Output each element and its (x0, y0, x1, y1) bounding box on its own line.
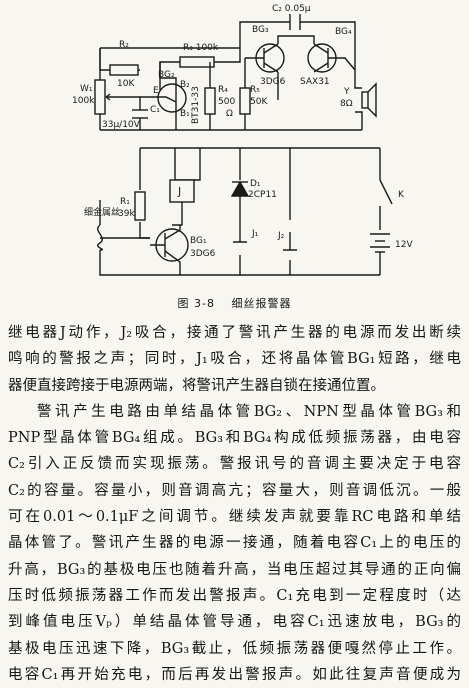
label-r2: R₂ (119, 40, 129, 50)
body-line: 继电器J动作，J₂吸合，接通了警讯产生器的电源而发出断续 (8, 325, 461, 341)
resistor-r4 (204, 87, 216, 115)
label-y-val: 8Ω (340, 99, 353, 109)
resistor-r5 (239, 87, 251, 115)
fine-metal-wire (97, 224, 103, 251)
label-r5: R₅ (250, 85, 260, 95)
speaker-y-body (361, 91, 369, 109)
ujt-b2 (159, 62, 177, 88)
alarm-circuit-schematic: C₂ 0.05μ R₂ 10K R₃ 100k BG₃ BG₄ 3DG6 SAX… (72, 4, 413, 276)
label-r1-val: 39k (118, 209, 135, 219)
schematic-labels: C₂ 0.05μ R₂ 10K R₃ 100k BG₃ BG₄ 3DG6 SAX… (72, 4, 413, 259)
body-line: 器便直接跨接于电源两端，将警讯产生器自锁在接通位置。 (8, 377, 385, 394)
body-text: 继电器J动作，J₂吸合，接通了警讯产生器的电源而发出断续 鸣响的警报之声；同时，… (8, 320, 461, 688)
w1-wiper (105, 93, 115, 101)
figure-caption: 图 3-8 细丝报警器 (0, 295, 469, 311)
label-bg4-type: SAX31 (300, 77, 330, 87)
label-c1: C₁ (150, 105, 160, 115)
book-page: C₂ 0.05μ R₂ 10K R₃ 100k BG₃ BG₄ 3DG6 SAX… (0, 4, 469, 683)
label-bg3-type: 3DG6 (260, 77, 286, 87)
bg4-collector (313, 43, 329, 54)
label-omega: Ω (226, 109, 233, 119)
oscillator-section (99, 14, 377, 130)
figure-caption-title: 细丝报警器 (231, 297, 292, 310)
body-line: 电容C₁再开始充电，而后再发出警报声。如此往复声音便成为 (8, 666, 461, 683)
label-d1: D₁ (250, 179, 261, 189)
body-line: 到峰值电压Vₚ）单结晶体管导通，电容C₁迅速放电，BG₃的 (8, 614, 461, 631)
bg3-emitter (263, 62, 279, 73)
label-c1-val: 33μ/10V (102, 120, 141, 130)
figure-caption-number: 图 3-8 (177, 297, 215, 310)
bg4-emitter (313, 62, 329, 73)
wire-relay-loop (174, 148, 201, 181)
relay-j (169, 179, 195, 203)
label-r2-val: 10K (117, 79, 135, 89)
body-line: 升高，BG₃的基极电压也随着升高，当电压超过其导通的正向偏 (8, 561, 461, 578)
label-fine-wire: 细金属丝 (84, 206, 120, 218)
wire-c2-loop (239, 21, 356, 70)
resistor-r3 (179, 56, 215, 68)
label-bg4: BG₄ (335, 27, 352, 37)
label-bg2: BG₂ (158, 70, 175, 80)
label-r4: R₄ (218, 85, 228, 95)
wire-fine-loop (99, 200, 380, 276)
body-line: 晶体管了。警讯产生器的电源一接通，随着电容C₁上的电压的 (8, 535, 461, 552)
label-12v: 12V (395, 240, 413, 250)
label-k: K (398, 190, 405, 200)
body-line: 可在0.01～0.1μF之间调节。继续发声就要靠RC电路和单结 (8, 509, 461, 526)
label-y: Y (343, 87, 350, 97)
body-line: 警讯产生电路由单结晶体管BG₂、NPN型晶体管BG₃和 (37, 403, 461, 420)
wire-bg3-bg4 (245, 35, 356, 100)
label-b2: B₂ (180, 80, 190, 90)
label-c2: C₂ 0.05μ (272, 4, 311, 14)
label-w1: W₁ (80, 84, 93, 94)
ujt-section (94, 48, 362, 131)
label-j1: J₁ (251, 229, 259, 239)
diode-d1 (230, 180, 250, 197)
label-d1-type: 2CP11 (248, 190, 277, 200)
potentiometer-w1 (94, 79, 106, 115)
label-bg1: BG₁ (190, 236, 207, 246)
label-r4-val: 500 (218, 97, 235, 107)
resistor-r2 (109, 64, 139, 76)
label-r3: R₃ 100k (183, 43, 219, 53)
label-j: J (177, 185, 181, 198)
ujt-emitter (140, 96, 177, 103)
ujt-bg2 (157, 83, 187, 113)
switch-k (379, 179, 393, 205)
bg3-collector (263, 43, 279, 54)
contact-j2 (283, 148, 297, 275)
label-r5-val: 50K (250, 97, 268, 107)
label-j2: J₂ (277, 231, 285, 241)
label-e: E (153, 86, 159, 96)
body-line: 压时低频振荡器工作而发出警报声。C₁充电到一定程度时（达 (8, 587, 461, 604)
label-b1: B₁ (180, 109, 190, 119)
body-line: 鸣响的警报之声；同时，J₁吸合，还将晶体管BG₁短路，继电 (8, 351, 461, 368)
body-line: 基极电压迅速下降，BG₃截止，低频振荡器便嘎然停止工作。 (8, 640, 461, 657)
detector-section (97, 147, 393, 276)
label-w1-val: 100k (72, 96, 95, 106)
body-line: PNP型晶体管BG₄组成。BG₃和BG₄构成低频振荡器，由电容 (8, 430, 461, 447)
body-line: C₂的容量。容量小，则音调高亢；容量大，则音调低沉。一般 (8, 482, 461, 499)
label-bt: BT31-33 (191, 86, 201, 124)
wire-speaker (354, 70, 363, 130)
label-bg1-type: 3DG6 (190, 249, 216, 259)
speaker-y-cone (367, 82, 377, 118)
body-line: C₂引入正反馈而实现振荡。警报讯号的音调主要决定于电容 (8, 456, 461, 473)
contact-j1 (233, 225, 247, 275)
bg1-leads (150, 225, 181, 275)
label-bg3: BG₃ (252, 25, 269, 35)
resistor-r1 (134, 191, 146, 221)
wire-relay-down (172, 202, 183, 226)
label-r1: R₁ (120, 197, 130, 207)
